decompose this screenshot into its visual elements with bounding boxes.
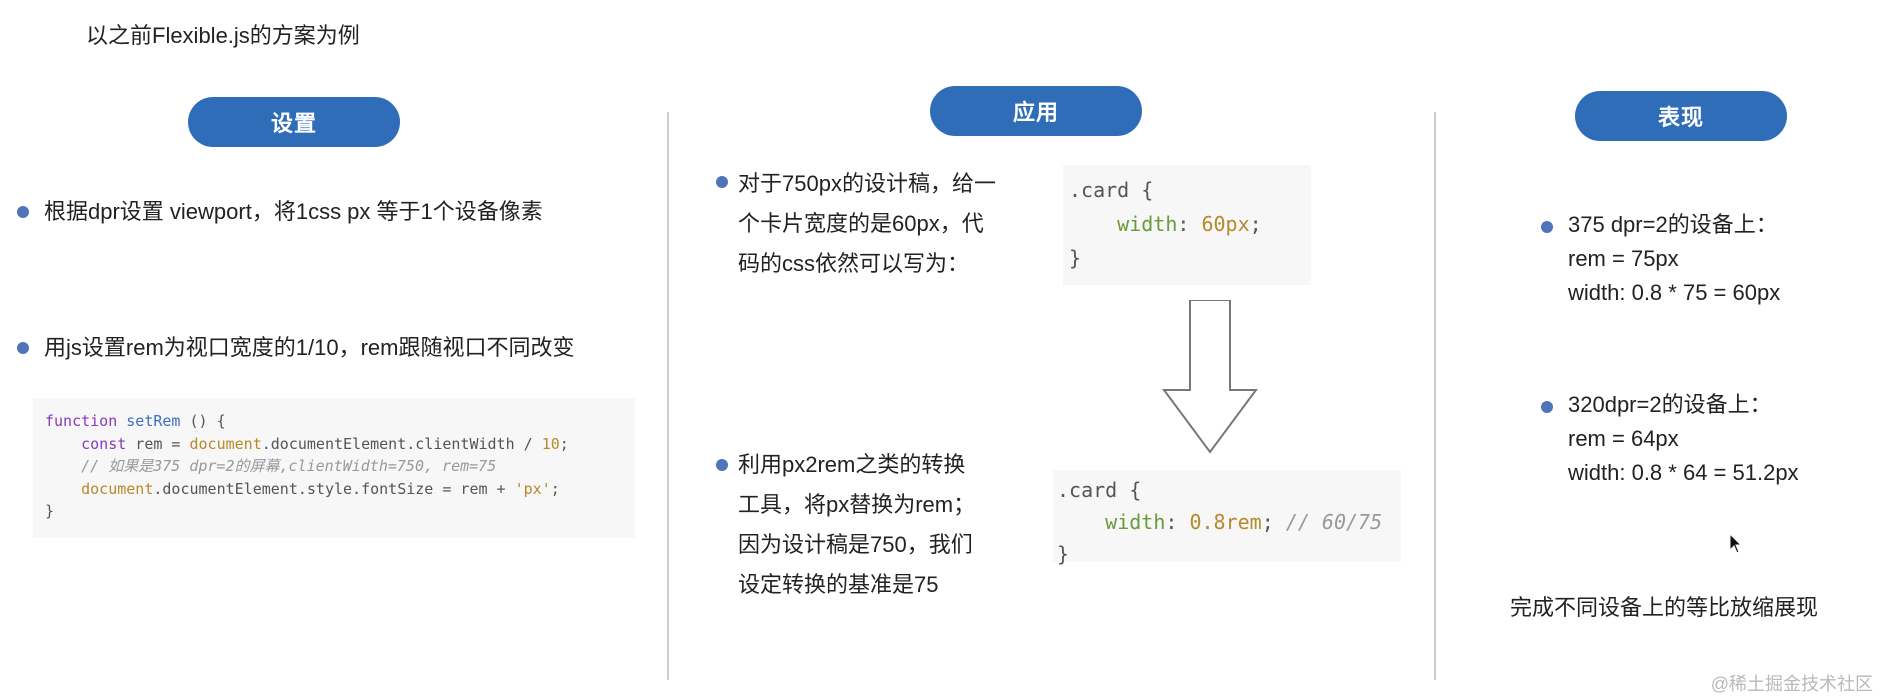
watermark-text: @稀土掘金技术社区 [1710, 674, 1873, 694]
code-line-3: // 如果是375 dpr=2的屏幕,clientWidth=750, rem=… [45, 457, 497, 475]
setrem-code-block: function setRem () { const rem = documen… [33, 398, 635, 538]
code-line-3: } [1069, 246, 1082, 270]
code-property: width [1069, 212, 1178, 236]
code-line-3: } [1057, 542, 1070, 566]
setup-bullet-1: 根据dpr设置 viewport，将1css px 等于1个设备像素 [44, 199, 543, 224]
code-text: ; [1249, 212, 1262, 236]
result-line: 320dpr=2的设备上： [1568, 392, 1772, 417]
section-title-result: 表现 [1575, 91, 1787, 141]
code-line-4: document.documentElement.style.fontSize … [45, 478, 635, 501]
card-rem-code-block: .card { width: 0.8rem; // 60/75 } [1053, 470, 1401, 566]
setup-bullet-2: 用js设置rem为视口宽度的1/10，rem跟随视口不同改变 [44, 335, 575, 360]
apply-text-2-line: 利用px2rem之类的转换 [738, 452, 966, 477]
code-comment: // 60/75 [1285, 510, 1383, 534]
code-line-2: const rem = document.documentElement.cli… [45, 433, 635, 456]
column-divider-1 [667, 112, 669, 680]
bullet-dot-icon [1541, 221, 1553, 233]
code-text: .documentElement.style.fontSize = rem + [153, 479, 515, 498]
bullet-dot-icon [716, 459, 728, 471]
code-string: 'px' [514, 479, 551, 498]
code-line-1: .card { [1069, 178, 1154, 202]
page-heading: 以之前Flexible.js的方案为例 [86, 23, 360, 48]
section-title-apply: 应用 [930, 86, 1142, 136]
code-line-5: } [45, 502, 55, 520]
apply-text-1-line: 个卡片宽度的是60px，代 [738, 211, 984, 236]
result-line: 375 dpr=2的设备上： [1568, 212, 1778, 237]
code-line-2: width: 60px; [1069, 207, 1311, 241]
result-line: width: 0.8 * 75 = 60px [1568, 280, 1781, 305]
code-text: .documentElement.clientWidth / [261, 434, 542, 453]
code-object: document [45, 479, 154, 498]
code-function-name: setRem [126, 412, 181, 430]
code-line-2: width: 0.8rem; // 60/75 [1057, 506, 1401, 538]
code-number: 10 [541, 434, 560, 453]
apply-text-2-line: 因为设计稿是750，我们 [738, 532, 973, 557]
code-text: ; [559, 434, 569, 453]
code-object: document [189, 434, 262, 453]
code-value: 0.8rem [1189, 510, 1262, 534]
down-arrow-icon [1162, 300, 1258, 454]
code-keyword: function [45, 412, 118, 430]
card-px-code-block: .card { width: 60px; } [1063, 165, 1311, 285]
apply-text-1: 对于750px的设计稿，给一 个卡片宽度的是60px，代 码的css依然可以写为… [738, 164, 1038, 284]
bullet-dot-icon [17, 206, 29, 218]
section-title-setup: 设置 [188, 97, 400, 147]
bullet-dot-icon [716, 176, 728, 188]
apply-text-1-line: 码的css依然可以写为： [738, 251, 970, 276]
apply-text-2-line: 设定转换的基准是75 [738, 572, 939, 597]
result-line: rem = 75px [1568, 246, 1679, 271]
code-text: rem = [126, 434, 190, 453]
code-line-1: function setRem () { [45, 410, 635, 433]
code-keyword: const [45, 434, 127, 453]
code-text: ; [550, 479, 560, 498]
result-summary: 完成不同设备上的等比放缩展现 [1510, 595, 1819, 620]
result-block-320: 320dpr=2的设备上： rem = 64px width: 0.8 * 64… [1568, 388, 1799, 490]
code-text: : [1165, 510, 1190, 534]
code-value: 60px [1201, 212, 1250, 236]
mouse-cursor-icon [1729, 533, 1743, 554]
code-line-1: .card { [1057, 478, 1142, 502]
result-line: width: 0.8 * 64 = 51.2px [1568, 460, 1799, 485]
code-text: : [1177, 212, 1202, 236]
apply-text-2: 利用px2rem之类的转换 工具，将px替换为rem； 因为设计稿是750，我们… [738, 445, 1038, 605]
apply-text-1-line: 对于750px的设计稿，给一 [738, 171, 996, 196]
result-block-375: 375 dpr=2的设备上： rem = 75px width: 0.8 * 7… [1568, 208, 1780, 310]
bullet-dot-icon [1541, 401, 1553, 413]
apply-text-2-line: 工具，将px替换为rem； [738, 492, 976, 517]
bullet-dot-icon [17, 342, 29, 354]
code-text: ; [1261, 510, 1286, 534]
code-property: width [1057, 510, 1166, 534]
code-text: () { [180, 412, 226, 430]
result-line: rem = 64px [1568, 426, 1679, 451]
column-divider-2 [1434, 112, 1436, 680]
